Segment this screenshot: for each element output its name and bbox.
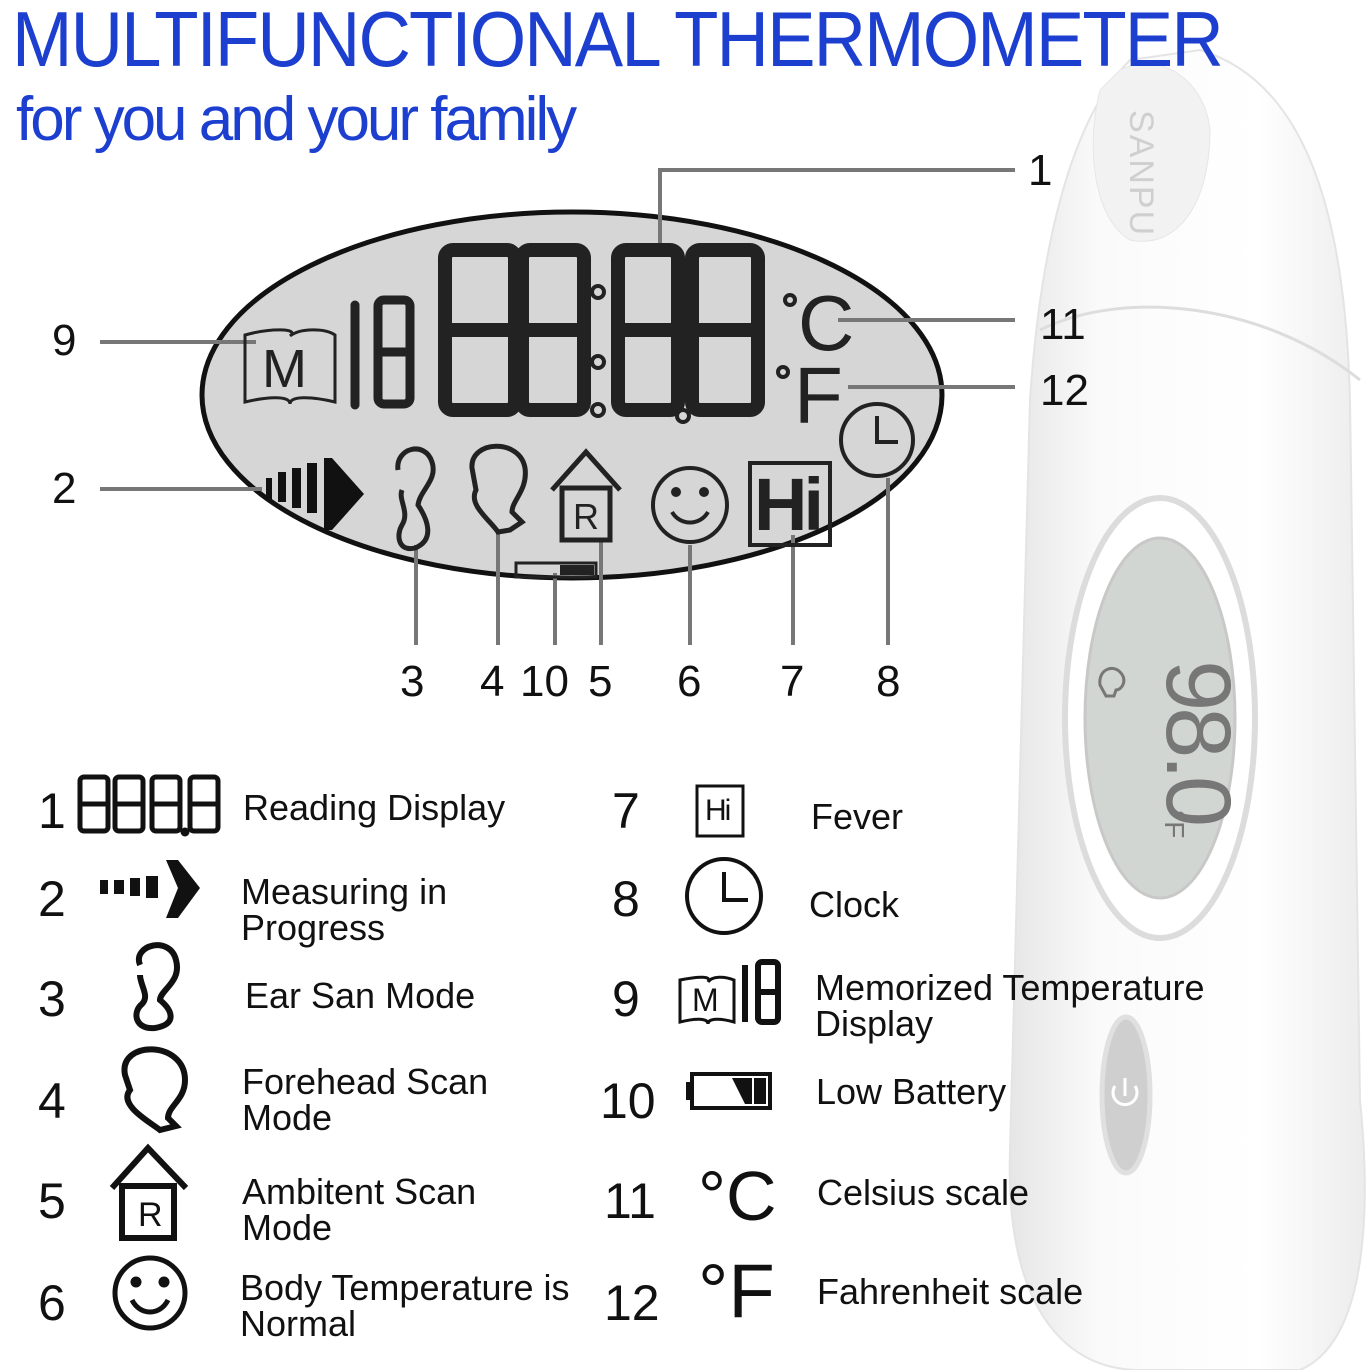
- legend-label-11: Celsius scale: [817, 1172, 1030, 1213]
- lcd-smiley-icon: [651, 466, 729, 544]
- lcd-celsius-letter: C: [798, 279, 855, 367]
- legend-label-4: Forehead Scan Mode: [242, 1061, 489, 1138]
- legend-num-3: 3: [38, 971, 66, 1027]
- hi-icon: [695, 784, 745, 838]
- callout-7: 7: [780, 657, 805, 706]
- legend-label-3: Ear San Mode: [245, 975, 476, 1016]
- battery-icon: [686, 1072, 772, 1110]
- memory-icon: [678, 975, 736, 1025]
- legend-num-7: 7: [612, 783, 640, 839]
- legend-label-1: Reading Display: [243, 787, 506, 828]
- legend-num-11: 11: [604, 1173, 656, 1229]
- callout-6: 6: [677, 657, 702, 706]
- power-icon[interactable]: [1111, 1078, 1139, 1107]
- lcd-memory-icon: [243, 328, 337, 405]
- legend-num-5: 5: [38, 1173, 66, 1229]
- callout-9: 9: [52, 316, 77, 365]
- callout-8: 8: [876, 657, 901, 706]
- legend-num-8: 8: [612, 871, 640, 927]
- legend-label-6: Body Temperature is Normal: [240, 1267, 570, 1344]
- callout-3: 3: [400, 657, 425, 706]
- lcd-fever-label: Hi: [754, 463, 824, 546]
- head-icon: [121, 1046, 189, 1134]
- legend-num-1: 1: [38, 783, 66, 839]
- lcd-progress-arrow: [266, 458, 364, 530]
- clock-icon: [685, 857, 763, 935]
- lcd-fahrenheit-letter: F: [794, 351, 843, 440]
- page-subtitle: for you and your family: [16, 85, 577, 154]
- arrow-progress-icon: [100, 860, 200, 918]
- legend-label-7: Fever: [811, 796, 904, 837]
- callout-4: 4: [480, 657, 505, 706]
- lcd-ambient-label: R: [573, 496, 599, 537]
- callout-10: 10: [520, 657, 569, 706]
- lcd-memory-label: M: [262, 339, 307, 399]
- legend-num-2: 2: [38, 871, 66, 927]
- legend-label-2: Measuring in Progress: [241, 871, 448, 948]
- lcd-memory-digits: [350, 295, 415, 410]
- lcd-clock-icon: [839, 402, 915, 478]
- legend-r-text: R: [138, 1196, 163, 1234]
- lcd-battery-icon: [514, 561, 598, 579]
- legend-num-9: 9: [612, 971, 640, 1027]
- legend-num-10: 10: [600, 1073, 656, 1129]
- legend-label-8: Clock: [809, 884, 900, 925]
- lcd-ear-icon: [395, 446, 436, 552]
- legend-label-9: Memorized Temperature Display: [815, 967, 1205, 1044]
- legend-num-12: 12: [604, 1275, 660, 1331]
- lcd-house-icon: [550, 448, 622, 543]
- digits-icon: [77, 774, 221, 837]
- callout-12: 12: [1040, 366, 1089, 415]
- page-title: MULTIFUNCTIONAL THERMOMETER: [12, 0, 1224, 83]
- smiley-icon: [112, 1255, 188, 1331]
- head-icon: [1098, 667, 1126, 698]
- callout-2: 2: [52, 464, 77, 513]
- callout-5: 5: [588, 657, 613, 706]
- callout-11: 11: [1040, 300, 1086, 349]
- legend-label-10: Low Battery: [816, 1071, 1007, 1112]
- legend-label-5: Ambitent Scan Mode: [242, 1171, 477, 1248]
- callout-lines: [100, 168, 1015, 645]
- ear-icon: [133, 942, 181, 1032]
- legend-m-text: M: [692, 982, 719, 1018]
- legend-hi-text: Hi: [705, 794, 731, 827]
- legend-fahrenheit-text: °F: [698, 1249, 775, 1334]
- legend-num-6: 6: [38, 1275, 66, 1331]
- legend-label-12: Fahrenheit scale: [817, 1271, 1084, 1312]
- lcd-hi-box: [748, 461, 832, 547]
- lcd-head-icon: [469, 443, 528, 535]
- memory-digits-icon: [742, 959, 781, 1025]
- house-icon: [109, 1143, 189, 1241]
- callout-1: 1: [1028, 146, 1053, 195]
- lcd-reading-digits: [438, 243, 765, 417]
- legend-num-4: 4: [38, 1073, 66, 1129]
- legend-celsius-text: °C: [698, 1157, 777, 1235]
